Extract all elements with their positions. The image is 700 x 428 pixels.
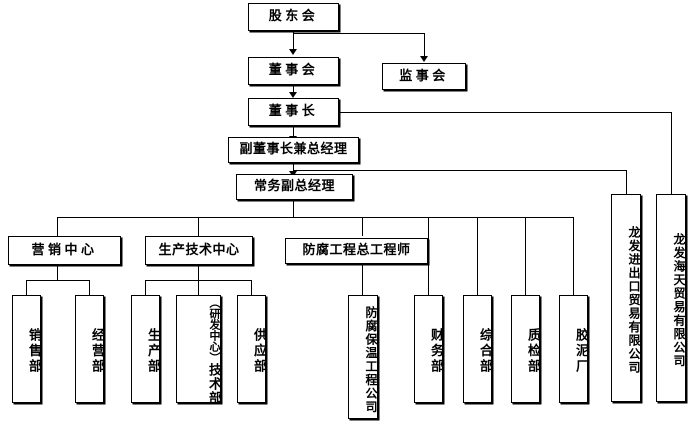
- drop-marketing-center: [57, 217, 58, 236]
- sub-bus-marketing: [26, 280, 89, 281]
- drop-sales-dept: [26, 280, 27, 295]
- node-technology-dept-sub-label: （研发中心）: [208, 296, 221, 363]
- drop-operations-dept: [89, 280, 90, 295]
- node-vice-chairman-general-manager[interactable]: 副董事长兼总经理: [228, 137, 359, 163]
- node-shareholders[interactable]: 股东会: [248, 3, 339, 31]
- connector-chairman-to-haitian-h: [338, 112, 672, 113]
- connector-vicechairman-to-importexport-h: [293, 170, 627, 171]
- node-production-dept[interactable]: 生产部: [131, 295, 160, 403]
- node-board-of-supervisors[interactable]: 监事会: [382, 63, 466, 90]
- connector-vicechairman-to-execdeputy: [293, 163, 294, 174]
- node-supply-dept[interactable]: 供应部: [237, 295, 266, 403]
- connector-haitian-drop: [671, 112, 672, 249]
- node-import-export-company[interactable]: 龙发进出口贸易有限公司: [611, 194, 641, 402]
- node-anticorrosion-insulation-company[interactable]: 防腐保温工程公司: [348, 295, 378, 419]
- connector-supervisors-drop: [424, 33, 425, 57]
- node-production-technology-center[interactable]: 生产技术中心: [145, 236, 253, 265]
- connector-board-to-chairman: [293, 85, 294, 95]
- drop-production-dept: [145, 280, 146, 295]
- node-cement-factory[interactable]: 胶泥厂: [559, 295, 588, 403]
- drop-finance-dept: [428, 217, 429, 295]
- node-haitian-trade-company[interactable]: 龙发海天贸易有限公司: [656, 194, 686, 402]
- node-anticorrosion-chief-engineer[interactable]: 防腐工程总工程师: [285, 238, 428, 264]
- node-general-affairs-dept[interactable]: 综合部: [463, 295, 492, 403]
- arrowhead-board: [289, 49, 297, 55]
- connector-to-board: [293, 33, 294, 50]
- drop-cement-factory: [573, 217, 574, 295]
- main-bus: [57, 217, 574, 218]
- drop-general-affairs-dept: [477, 217, 478, 295]
- drop-quality-inspection-dept: [525, 217, 526, 295]
- node-quality-inspection-dept[interactable]: 质检部: [511, 295, 540, 403]
- node-technology-dept-label: 技术部: [206, 362, 221, 405]
- arrowhead-chairman: [289, 92, 297, 98]
- node-executive-deputy-general-manager[interactable]: 常务副总经理: [236, 174, 353, 200]
- node-chairman[interactable]: 董事长: [248, 98, 339, 126]
- drop-anticorrosion-company: [362, 265, 363, 295]
- connector-execdeputy-down: [293, 200, 294, 218]
- drop-technology-dept: [198, 280, 199, 295]
- arrowhead-supervisors: [420, 56, 428, 62]
- connector-chairman-to-vicechairman: [293, 126, 294, 139]
- node-board-of-directors[interactable]: 董事会: [248, 57, 339, 85]
- node-operations-dept[interactable]: 经营部: [75, 295, 104, 403]
- node-sales-dept[interactable]: 销售部: [12, 295, 41, 403]
- drop-supply-dept: [251, 280, 252, 295]
- node-technology-dept[interactable]: （研发中心）技术部: [176, 295, 221, 405]
- node-finance-dept[interactable]: 财务部: [414, 295, 443, 403]
- connector-shareholders-to-supervisors-h: [293, 33, 424, 34]
- connector-marketing-down: [57, 265, 58, 281]
- node-marketing-center[interactable]: 营销中心: [8, 236, 121, 265]
- drop-production-tech-center: [198, 217, 199, 236]
- connector-production-down: [198, 265, 199, 281]
- drop-anticorrosion-chief: [362, 217, 363, 236]
